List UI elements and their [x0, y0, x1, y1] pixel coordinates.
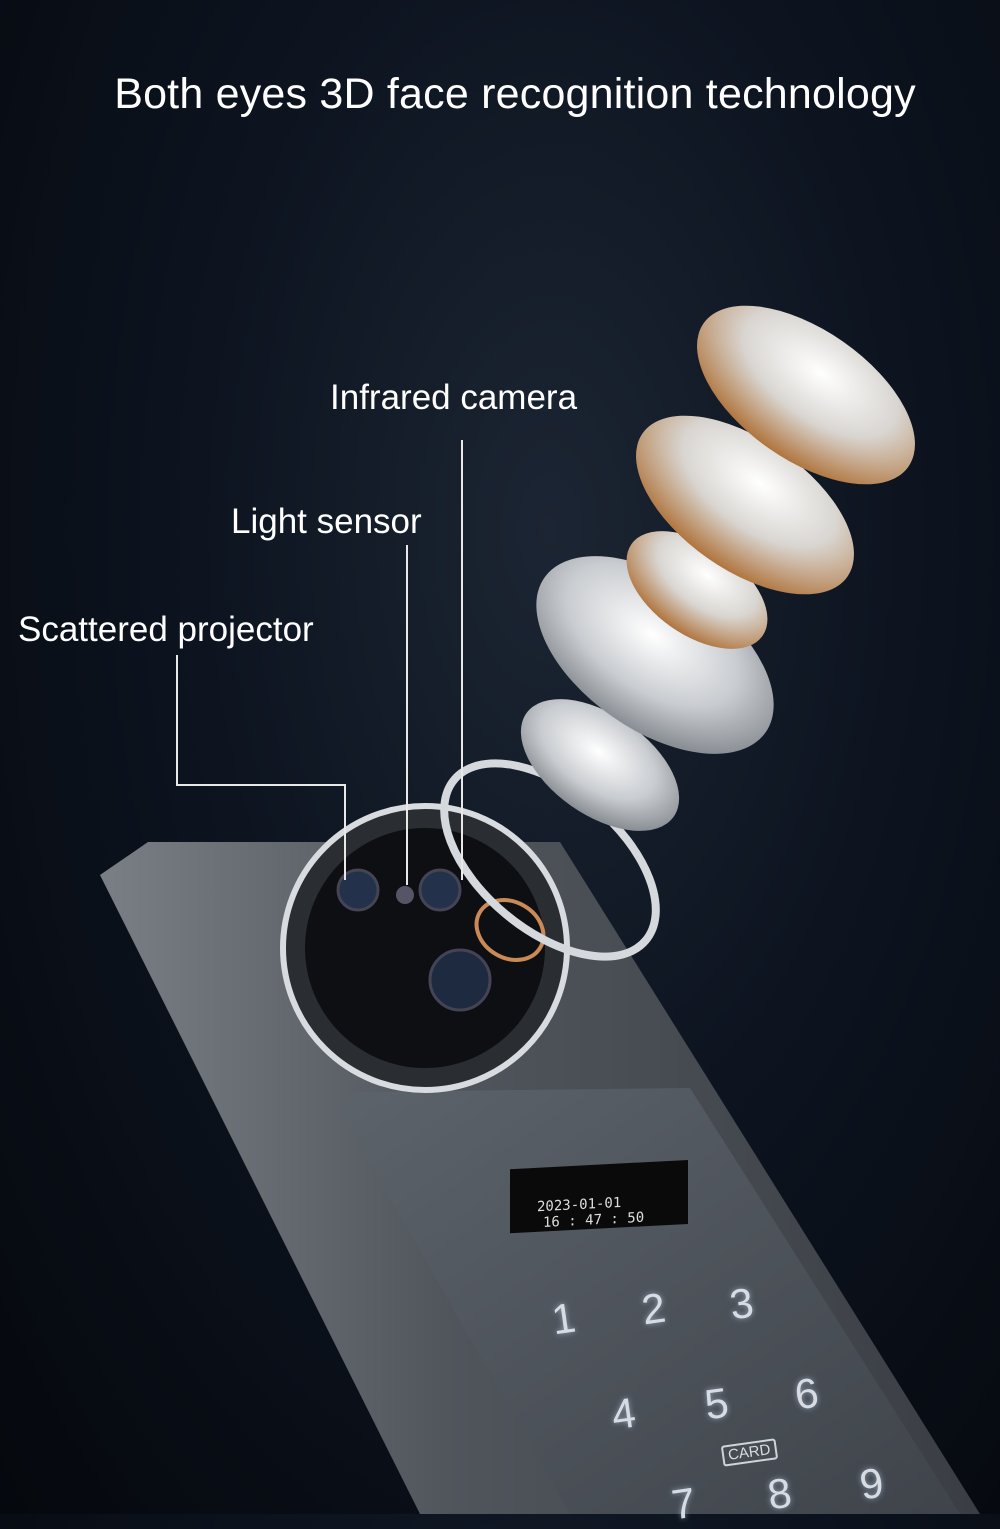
projector-leader-line	[176, 655, 346, 880]
label-infrared-camera: Infrared camera	[330, 378, 578, 417]
lcd-display: 2023-01-01 16 : 47 : 50	[515, 1168, 685, 1237]
lens-element-4	[536, 556, 774, 754]
main-camera-lens	[428, 948, 492, 1012]
label-scattered-projector: Scattered projector	[18, 610, 314, 649]
projector-lens	[336, 868, 380, 912]
lens-element-1	[697, 305, 915, 485]
light-sensor-lens	[396, 886, 414, 904]
lens-element-5	[520, 699, 680, 831]
headline: Both eyes 3D face recognition technology	[114, 70, 916, 118]
gold-ring	[474, 898, 546, 962]
lens-element-2	[636, 415, 854, 595]
keypad-panel	[340, 1088, 960, 1514]
infrared-lens	[418, 868, 462, 912]
label-light-sensor: Light sensor	[231, 502, 422, 541]
lcd-screen	[510, 1159, 688, 1234]
